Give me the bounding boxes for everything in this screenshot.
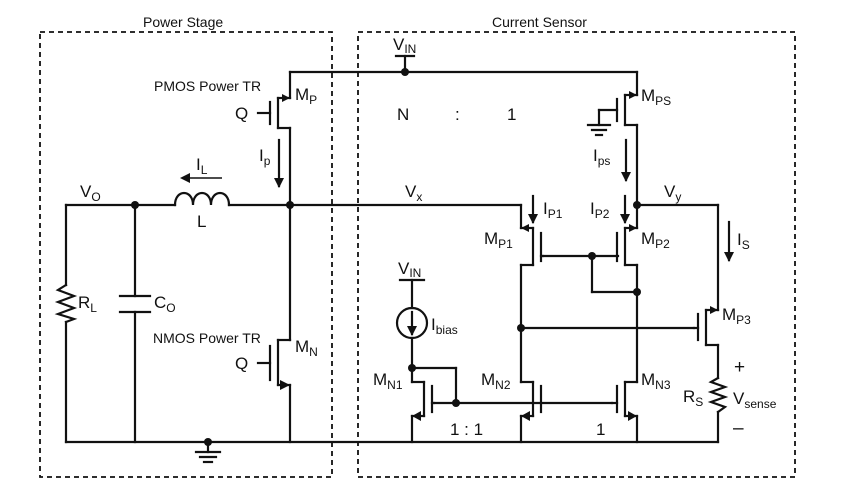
mp1-transistor (519, 224, 545, 267)
label-ip1: IP1 (543, 199, 563, 221)
label-nmos-power-tr: NMOS Power TR (153, 330, 261, 346)
label-mn1: MN1 (373, 370, 403, 392)
mps-transistor (586, 91, 639, 137)
label-vin-top: VIN (393, 35, 416, 56)
label-plus: + (734, 357, 745, 378)
ibias-current-source (395, 306, 429, 340)
label-ratio-one: 1 (507, 105, 516, 124)
mn3-transistor (610, 380, 639, 421)
label-one-bottom: 1 (596, 420, 605, 439)
power-stage-wires (64, 54, 720, 454)
label-vx: Vx (405, 182, 422, 204)
label-ratio-n: N (397, 105, 409, 124)
label-mp3: MP3 (722, 305, 751, 327)
label-vy: Vy (664, 182, 681, 204)
label-rs: RS (683, 387, 703, 409)
label-inductor: L (197, 212, 206, 231)
label-q-top: Q (235, 104, 248, 123)
label-mn: MN (295, 337, 318, 359)
label-rl: RL (78, 293, 97, 315)
label-mp2: MP2 (641, 229, 670, 251)
label-ip2: IP2 (590, 199, 610, 221)
label-ibias: Ibias (431, 315, 458, 337)
ground-symbol-bottom (194, 450, 222, 464)
label-il: IL (196, 155, 208, 177)
label-mn2: MN2 (481, 370, 511, 392)
label-vo: VO (80, 182, 101, 204)
label-co: CO (154, 293, 176, 315)
power-stage-title: Power Stage (143, 14, 223, 30)
label-ratio-bottom: 1 : 1 (450, 420, 483, 439)
label-mps: MPS (641, 86, 671, 108)
label-vsense: Vsense (733, 389, 777, 411)
label-q-bottom: Q (235, 354, 248, 373)
rl-resistor (54, 283, 78, 324)
power-stage-box (39, 31, 333, 478)
current-sensor-box (357, 31, 796, 478)
label-mp1: MP1 (484, 229, 513, 251)
label-minus: – (733, 418, 744, 439)
junction-dots (131, 68, 641, 446)
mn1-transistor (410, 380, 436, 421)
label-is: IS (737, 230, 750, 252)
label-ips: Ips (593, 146, 610, 168)
label-mp: MP (295, 85, 317, 107)
label-ratio-colon: : (455, 105, 460, 124)
rs-resistor (707, 376, 729, 414)
label-pmos-power-tr: PMOS Power TR (154, 78, 261, 94)
current-sensor-title: Current Sensor (492, 14, 587, 30)
mn-transistor (256, 338, 292, 390)
inductor-l (173, 191, 231, 207)
label-mn3: MN3 (641, 370, 671, 392)
label-ip: Ip (259, 146, 271, 168)
label-vin-bias: VIN (398, 259, 421, 280)
mn2-transistor (519, 380, 543, 421)
mp-transistor (256, 94, 292, 130)
co-capacitor (118, 294, 152, 314)
mp2-transistor (615, 224, 639, 267)
mp3-transistor (692, 306, 720, 347)
